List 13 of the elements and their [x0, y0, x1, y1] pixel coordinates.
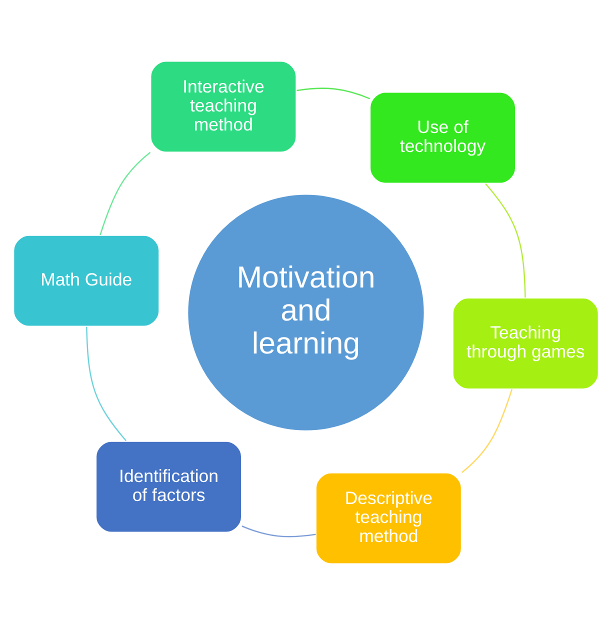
- connector: [242, 525, 316, 537]
- node-box: Use of technology: [369, 91, 516, 184]
- node-box: Identification of factors: [95, 440, 242, 533]
- node-box: Teaching through games: [452, 296, 600, 390]
- node-circle: Motivation and learning: [186, 193, 426, 432]
- node-box: Interactive teaching method: [150, 60, 297, 152]
- node-box: Descriptive teaching method: [315, 472, 462, 564]
- connector: [462, 388, 513, 472]
- connector: [100, 151, 151, 235]
- connector: [296, 87, 370, 99]
- node-box: Math Guide: [12, 234, 160, 327]
- connector: [485, 182, 526, 298]
- connector: [86, 326, 127, 441]
